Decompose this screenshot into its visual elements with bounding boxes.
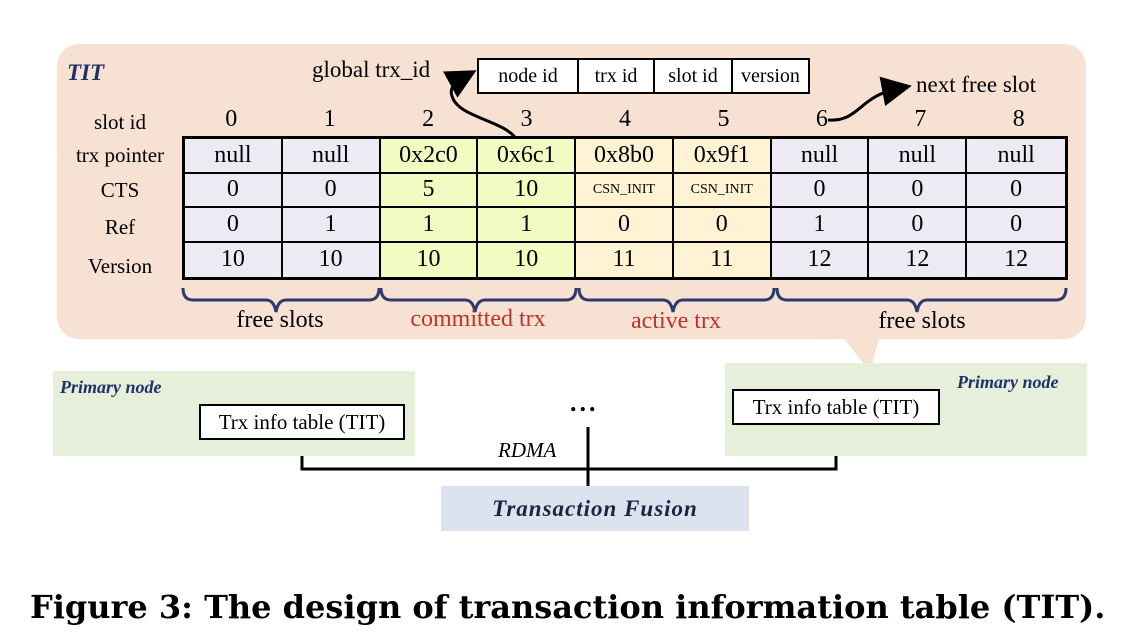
cell-cts-6: 0 [771, 173, 870, 208]
slot-id-6: 6 [815, 106, 828, 132]
brace-free-left [181, 287, 381, 313]
gid-field-trx-id: trx id [577, 58, 655, 94]
more-nodes-ellipsis: ... [570, 388, 599, 417]
group-label-free-right: free slots [878, 308, 966, 334]
row-label-slot-id: slot id [94, 110, 146, 134]
slot-id-7: 7 [914, 106, 927, 132]
cell-cts-7: 0 [869, 173, 968, 208]
cell-version-0: 10 [185, 242, 283, 277]
cell-ref-1: 1 [282, 208, 381, 243]
group-label-committed: committed trx [410, 306, 546, 332]
transaction-fusion-box: Transaction Fusion [441, 486, 749, 531]
cell-version-6: 12 [771, 242, 870, 277]
cell-pointer-4: 0x8b0 [576, 139, 674, 174]
slot-id-4: 4 [618, 106, 631, 132]
cell-pointer-7: null [869, 139, 968, 174]
figure-caption: Figure 3: The design of transaction info… [30, 588, 1106, 626]
slot-id-8: 8 [1012, 106, 1025, 132]
group-label-free-left: free slots [236, 307, 324, 333]
cell-cts-4: CSN_INIT [576, 173, 674, 208]
cell-ref-8: 0 [967, 208, 1065, 243]
cell-cts-2: 5 [380, 173, 479, 208]
slot-id-5: 5 [717, 106, 730, 132]
cell-ref-0: 0 [185, 208, 283, 243]
cell-ref-2: 1 [380, 208, 479, 243]
cell-pointer-5: 0x9f1 [673, 139, 772, 174]
tit-title: TIT [67, 60, 105, 85]
cell-pointer-3: 0x6c1 [478, 139, 577, 174]
row-label-trx-pointer: trx pointer [75, 143, 165, 167]
brace-free-right [775, 287, 1068, 313]
cell-version-1: 10 [282, 242, 381, 277]
rdma-label: RDMA [498, 438, 557, 462]
cell-version-8: 12 [967, 242, 1065, 277]
cell-version-7: 12 [869, 242, 968, 277]
cell-pointer-2: 0x2c0 [380, 139, 479, 174]
brace-active [577, 287, 776, 313]
cell-cts-3: 10 [478, 173, 577, 208]
cell-ref-7: 0 [869, 208, 968, 243]
next-free-slot-label: next free slot [916, 72, 1037, 97]
slot-id-3: 3 [520, 106, 533, 132]
cell-pointer-1: null [282, 139, 381, 174]
brace-committed [379, 287, 578, 313]
primary-node-left-label: Primary node [60, 377, 162, 397]
row-label-ref: Ref [104, 215, 136, 239]
slot3-to-gid-arrow [443, 70, 519, 141]
global-trx-id-label: global trx_id [312, 57, 431, 82]
cell-cts-5: CSN_INIT [673, 173, 772, 208]
cell-pointer-8: null [967, 139, 1065, 174]
slot-id-2: 2 [422, 106, 435, 132]
row-label-cts: CTS [100, 178, 140, 202]
cell-pointer-6: null [771, 139, 870, 174]
cell-cts-0: 0 [185, 173, 283, 208]
cell-version-5: 11 [673, 242, 772, 277]
cell-cts-1: 0 [282, 173, 381, 208]
tit-box-right: Trx info table (TIT) [732, 389, 940, 425]
cell-cts-8: 0 [967, 173, 1065, 208]
tit-box-left: Trx info table (TIT) [199, 404, 405, 440]
cell-version-3: 10 [478, 242, 577, 277]
cell-pointer-0: null [185, 139, 283, 174]
cell-version-2: 10 [380, 242, 479, 277]
slot-id-1: 1 [323, 106, 336, 132]
cell-version-4: 11 [576, 242, 674, 277]
cell-ref-6: 1 [771, 208, 870, 243]
group-label-active: active trx [631, 308, 721, 334]
row-label-version: Version [87, 254, 153, 278]
primary-node-right-label: Primary node [957, 372, 1059, 392]
gid-field-version: version [731, 58, 810, 94]
cell-ref-3: 1 [478, 208, 577, 243]
cell-ref-5: 0 [673, 208, 772, 243]
next-free-slot-arrow [827, 76, 912, 122]
cell-ref-4: 0 [576, 208, 674, 243]
slot-id-0: 0 [225, 106, 238, 132]
